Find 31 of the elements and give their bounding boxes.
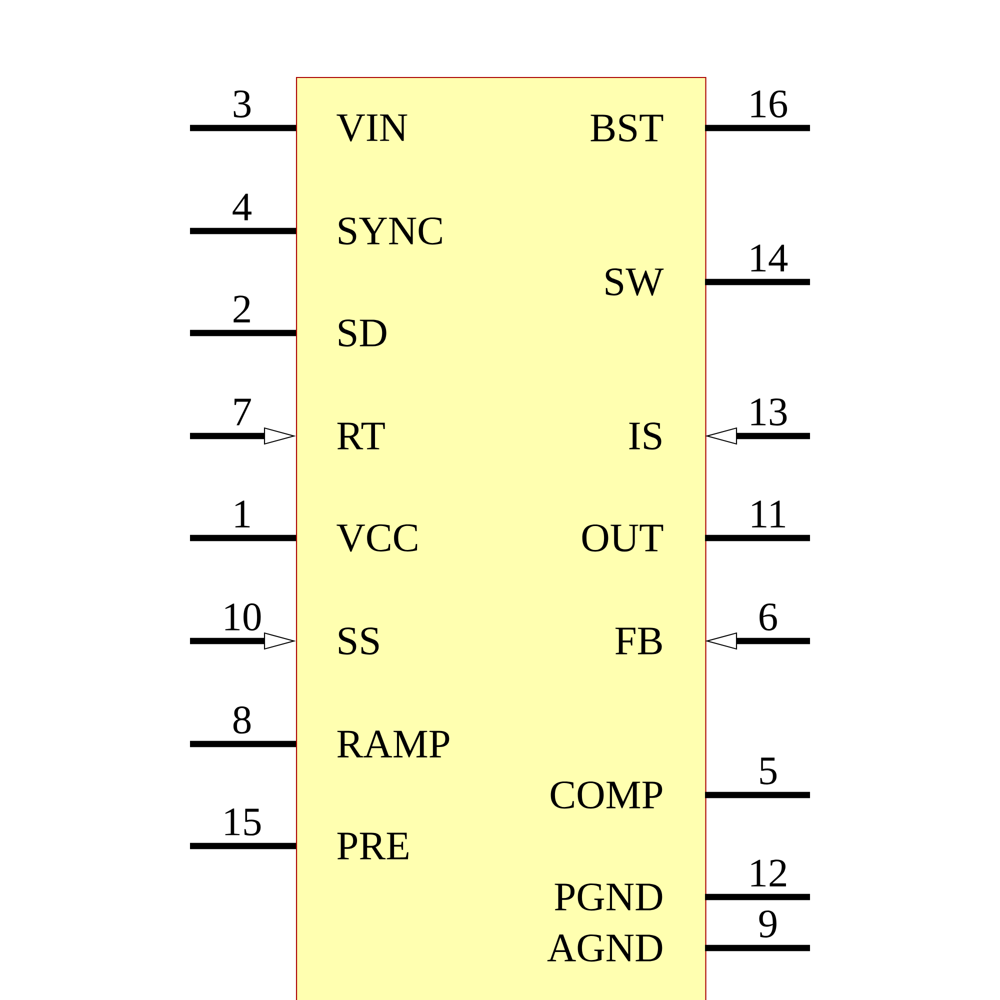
pin-number: 11	[752, 500, 786, 528]
pin-number: 4	[232, 194, 252, 220]
pin-name: VIN	[336, 114, 408, 142]
chip-body	[296, 77, 706, 1000]
pin-name: BST	[590, 114, 664, 142]
pin-name: OUT	[582, 524, 664, 552]
pin-number: 14	[751, 244, 788, 272]
pin-number: 5	[760, 758, 777, 784]
pin-name: RT	[337, 422, 385, 450]
pin-name: PGND	[554, 883, 662, 911]
pin-number: 3	[234, 90, 251, 118]
pin-name: PRE	[337, 832, 408, 860]
pin-name: AGND	[547, 934, 662, 962]
pin-name: SD	[338, 319, 386, 347]
pin-name: VCC	[336, 524, 418, 552]
pin-name: FB	[615, 628, 662, 654]
pin-number: 9	[759, 910, 776, 938]
pin-number: 2	[234, 296, 250, 322]
pin-number: 8	[233, 706, 251, 734]
pin-number: 1	[235, 500, 250, 528]
pin-name: IS	[629, 422, 662, 450]
pin-name: COMP	[550, 781, 662, 809]
pin-name: SW	[606, 268, 664, 296]
pin-number: 6	[760, 603, 777, 631]
pin-number: 7	[234, 398, 251, 426]
pin-name: SS	[338, 627, 379, 655]
pin-number: 16	[751, 90, 788, 118]
pin-number: 12	[751, 860, 786, 886]
pin-name: RAMP	[337, 730, 450, 758]
pin-number: 13	[751, 398, 787, 426]
pin-name: SYNC	[338, 217, 442, 245]
